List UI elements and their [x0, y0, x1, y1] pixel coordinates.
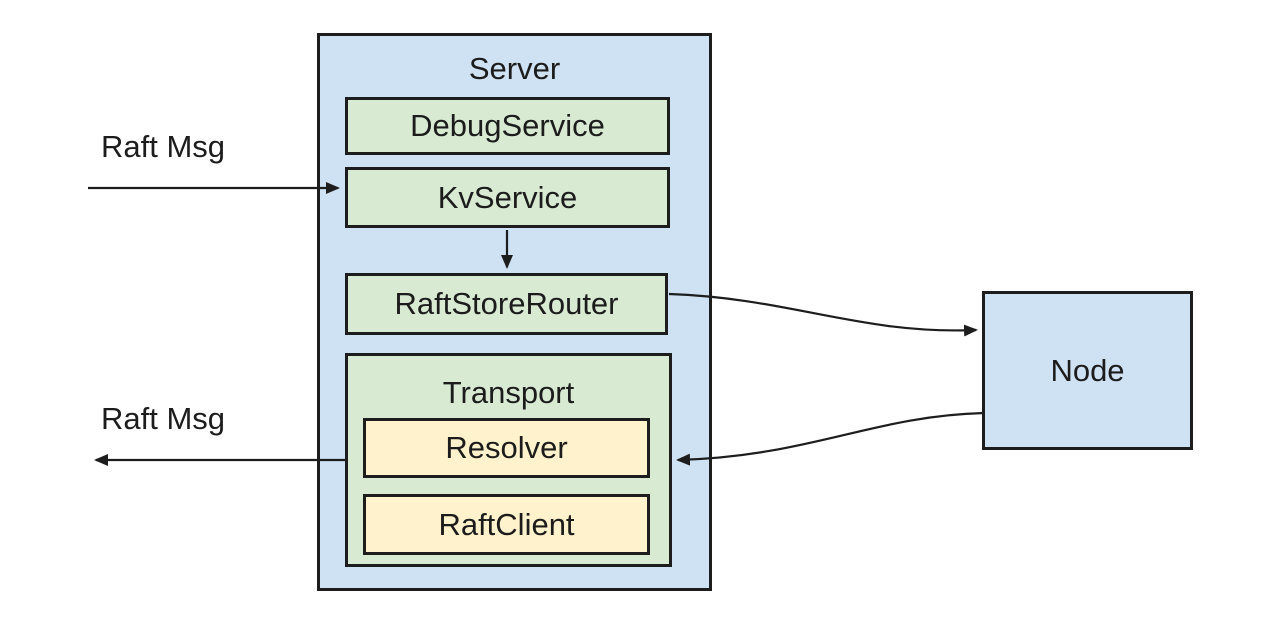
- debugservice-label: DebugService: [410, 108, 605, 143]
- node-box: Node: [982, 291, 1193, 450]
- raftstorerouter-label: RaftStoreRouter: [394, 286, 619, 321]
- raft-msg-in-label: Raft Msg: [100, 129, 226, 164]
- node-label: Node: [1050, 352, 1125, 388]
- raftclient-box: RaftClient: [363, 494, 650, 555]
- resolver-box: Resolver: [363, 418, 650, 478]
- debugservice-box: DebugService: [345, 97, 670, 155]
- node-to-transport-arrow: [676, 411, 985, 466]
- server-title: Server: [468, 51, 561, 86]
- resolver-label: Resolver: [445, 430, 568, 465]
- raftstorerouter-to-node-arrow: [668, 292, 978, 337]
- kvservice-label: KvService: [437, 179, 578, 215]
- transport-title: Transport: [442, 375, 575, 410]
- raft-msg-out-label: Raft Msg: [100, 401, 226, 436]
- raftstorerouter-box: RaftStoreRouter: [345, 273, 668, 335]
- raftclient-label: RaftClient: [438, 506, 575, 542]
- kvservice-box: KvService: [345, 167, 670, 228]
